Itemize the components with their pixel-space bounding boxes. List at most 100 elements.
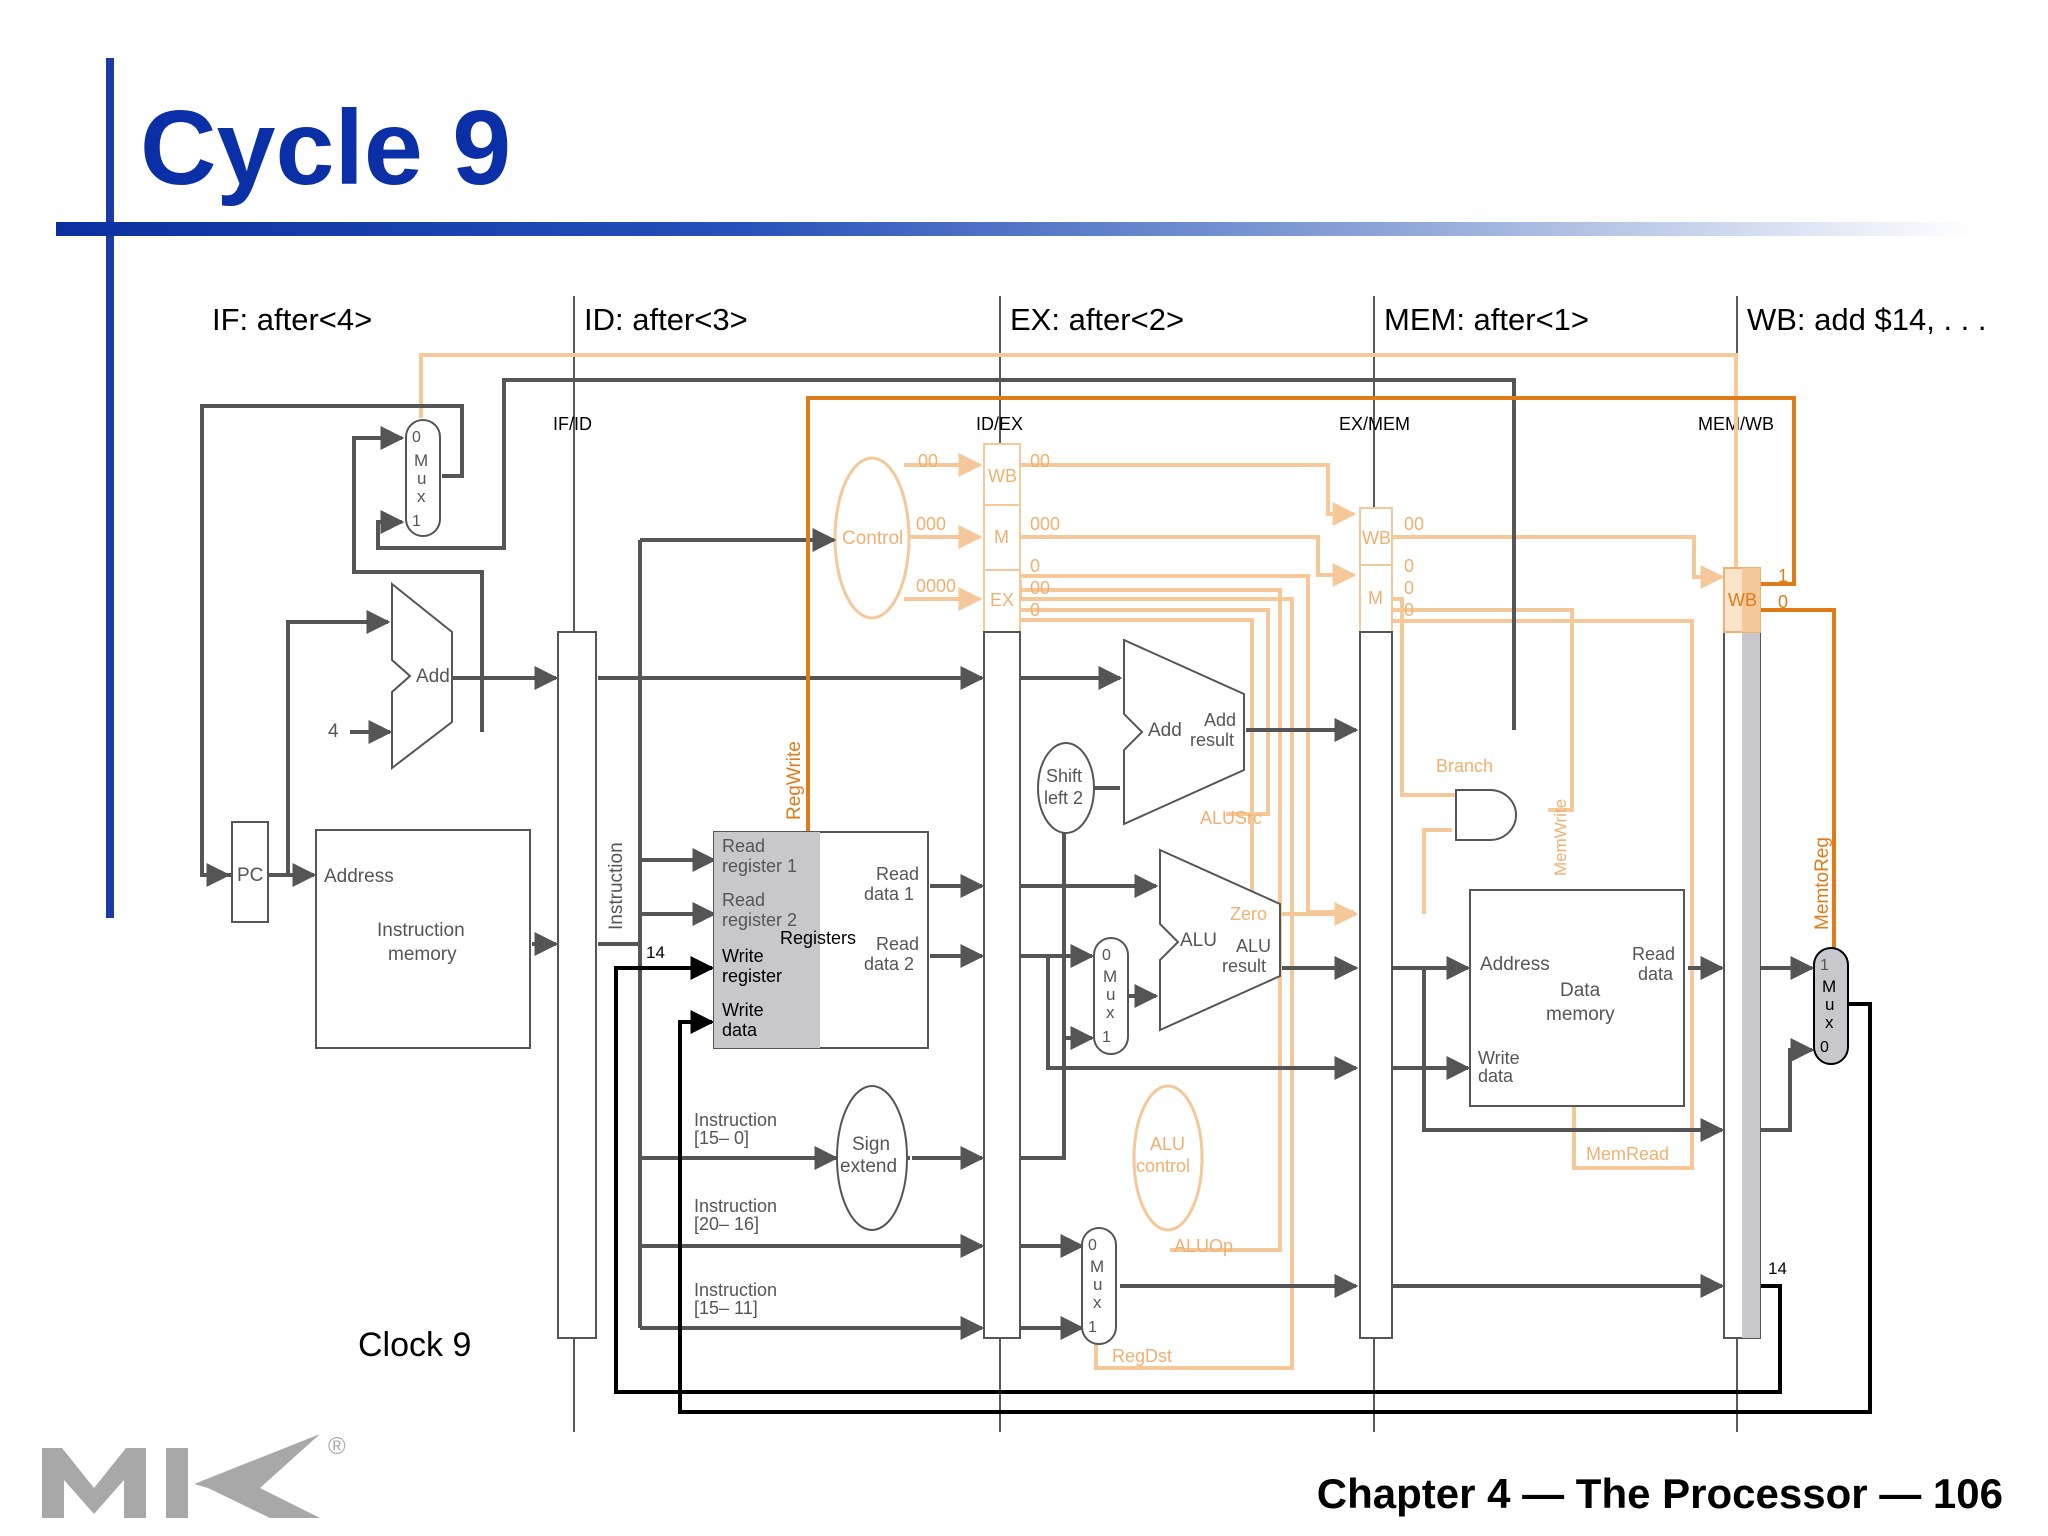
branch-adder-label: Add bbox=[1148, 720, 1182, 741]
pc-mux-0: 0 bbox=[412, 429, 421, 446]
ctrl-ex-value: 0000 bbox=[916, 576, 956, 596]
regdst-mux-m: M bbox=[1090, 1257, 1104, 1276]
wb-register-number: 14 bbox=[1768, 1259, 1787, 1278]
stage-label-if: IF: after<4> bbox=[212, 302, 372, 337]
id-ex-m-label: M bbox=[994, 527, 1009, 547]
branch-and-gate bbox=[1455, 789, 1517, 841]
branch-adder-result-b: result bbox=[1190, 730, 1234, 750]
alusrc-mux-1: 1 bbox=[1102, 1029, 1111, 1046]
stage-label-ex: EX: after<2> bbox=[1010, 302, 1184, 337]
instr-15-0-label-b: [15– 0] bbox=[694, 1128, 749, 1148]
idex-m-out-value-0: 0 bbox=[1030, 556, 1040, 576]
regdst-mux-u: u bbox=[1093, 1275, 1102, 1294]
regdst-mux-x: x bbox=[1093, 1293, 1102, 1312]
ex-mem-register bbox=[1359, 631, 1393, 1339]
alusrc-mux-0: 0 bbox=[1102, 947, 1111, 964]
write-data-label-b: data bbox=[722, 1020, 758, 1040]
if-id-register bbox=[557, 631, 597, 1339]
mem-wb-wb-label: WB bbox=[1728, 590, 1757, 610]
inactive-control-lines bbox=[419, 353, 1738, 1370]
data-mem-address-label: Address bbox=[1480, 954, 1550, 975]
registers-label: Registers bbox=[780, 928, 856, 948]
data-memory bbox=[1469, 889, 1685, 1107]
memtoreg-mux bbox=[1813, 947, 1849, 1065]
pipeline-reg-label-ex-mem: EX/MEM bbox=[1339, 414, 1410, 434]
exmem-m-out-value-3: 0 bbox=[1404, 600, 1414, 620]
instruction-memory bbox=[315, 829, 531, 1049]
pc-mux-1: 1 bbox=[412, 513, 421, 530]
instruction-vertical-label: Instruction bbox=[606, 842, 627, 930]
data-mem-read-data-b: data bbox=[1638, 964, 1674, 984]
regwrite-label: RegWrite bbox=[784, 741, 805, 820]
data-mem-label-a: Data bbox=[1560, 980, 1601, 1001]
alu-result-label-a: ALU bbox=[1236, 936, 1271, 956]
ex-mem-wb-label: WB bbox=[1362, 528, 1391, 548]
exmem-wb-out-value: 00 bbox=[1404, 514, 1424, 534]
instr-15-11-label-a: Instruction bbox=[694, 1280, 777, 1300]
stage-label-mem: MEM: after<1> bbox=[1384, 302, 1589, 337]
read-register-1-label-b: register 1 bbox=[722, 856, 797, 876]
shift-left-label-a: Shift bbox=[1046, 766, 1082, 786]
id-ex-ex-label: EX bbox=[990, 590, 1014, 610]
title-accent-horizontal-bar bbox=[56, 222, 1976, 236]
sign-extend-label-a: Sign bbox=[852, 1134, 890, 1155]
alu bbox=[1159, 848, 1281, 1032]
branch-label: Branch bbox=[1436, 756, 1493, 776]
pc-adder bbox=[391, 581, 453, 771]
instr-20-16-label-a: Instruction bbox=[694, 1196, 777, 1216]
slide-title: Cycle 9 bbox=[140, 89, 512, 207]
ctrl-m-value: 000 bbox=[916, 514, 946, 534]
pipeline-reg-label-id-ex: ID/EX bbox=[976, 414, 1023, 434]
ex-mem-control-box bbox=[1359, 507, 1393, 633]
pc-mux-x: x bbox=[417, 487, 426, 506]
pc-mux bbox=[405, 419, 441, 537]
branch-adder-result-a: Add bbox=[1204, 710, 1236, 730]
control-label: Control bbox=[842, 528, 903, 549]
pc-adder-label: Add bbox=[416, 666, 450, 687]
memtoreg-mux-u: u bbox=[1825, 995, 1834, 1014]
ctrl-wb-value: 00 bbox=[918, 451, 938, 471]
alu-zero-label: Zero bbox=[1230, 904, 1267, 924]
read-data-2-label-b: data 2 bbox=[864, 954, 914, 974]
ex-mem-m-label: M bbox=[1368, 588, 1383, 608]
exmem-m-out-value-1: 0 bbox=[1404, 556, 1414, 576]
alu-control-label-b: control bbox=[1136, 1156, 1190, 1176]
alu-result-label-b: result bbox=[1222, 956, 1266, 976]
shift-left-label-b: left 2 bbox=[1044, 788, 1083, 808]
write-data-label-a: Write bbox=[722, 1000, 764, 1020]
alu-label: ALU bbox=[1180, 930, 1217, 951]
regdst-mux bbox=[1081, 1227, 1117, 1345]
idex-wb-out-value: 00 bbox=[1030, 451, 1050, 471]
alusrc-mux-m: M bbox=[1103, 967, 1117, 986]
pc-label: PC bbox=[237, 865, 263, 886]
regdst-label: RegDst bbox=[1112, 1346, 1172, 1366]
alusrc-mux-u: u bbox=[1106, 985, 1115, 1004]
data-mem-read-data-a: Read bbox=[1632, 944, 1675, 964]
id-ex-register bbox=[983, 631, 1021, 1339]
instr-20-16-label-b: [20– 16] bbox=[694, 1214, 759, 1234]
datapath-lines bbox=[200, 378, 1815, 1340]
stage-label-id: ID: after<3> bbox=[584, 302, 748, 337]
idex-ex-out-value-00: 00 bbox=[1030, 578, 1050, 598]
title-accent-vertical-bar bbox=[106, 58, 114, 918]
instr-mem-label-1: Instruction bbox=[377, 920, 465, 941]
exmem-m-out-value-2: 0 bbox=[1404, 578, 1414, 598]
mem-wb-register-highlight bbox=[1742, 632, 1760, 1338]
idex-m-out-value: 000 bbox=[1030, 514, 1060, 534]
memtoreg-mux-x: x bbox=[1825, 1013, 1834, 1032]
write-register-label-a: Write bbox=[722, 946, 764, 966]
memtoreg-label: MemtoReg bbox=[1812, 837, 1833, 930]
read-register-2-label-b: register 2 bbox=[722, 910, 797, 930]
stage-label-wb: WB: add $14, . . . bbox=[1747, 302, 1987, 337]
data-mem-write-data-a: Write bbox=[1478, 1048, 1520, 1068]
pc-register bbox=[231, 821, 269, 923]
read-data-1-label-b: data 1 bbox=[864, 884, 914, 904]
read-data-2-label-a: Read bbox=[876, 934, 919, 954]
constant-four: 4 bbox=[328, 721, 339, 742]
active-control-lines bbox=[806, 396, 1836, 950]
write-register-value: 14 bbox=[646, 943, 665, 962]
memread-label: MemRead bbox=[1586, 1144, 1669, 1164]
id-ex-wb-label: WB bbox=[988, 466, 1017, 486]
